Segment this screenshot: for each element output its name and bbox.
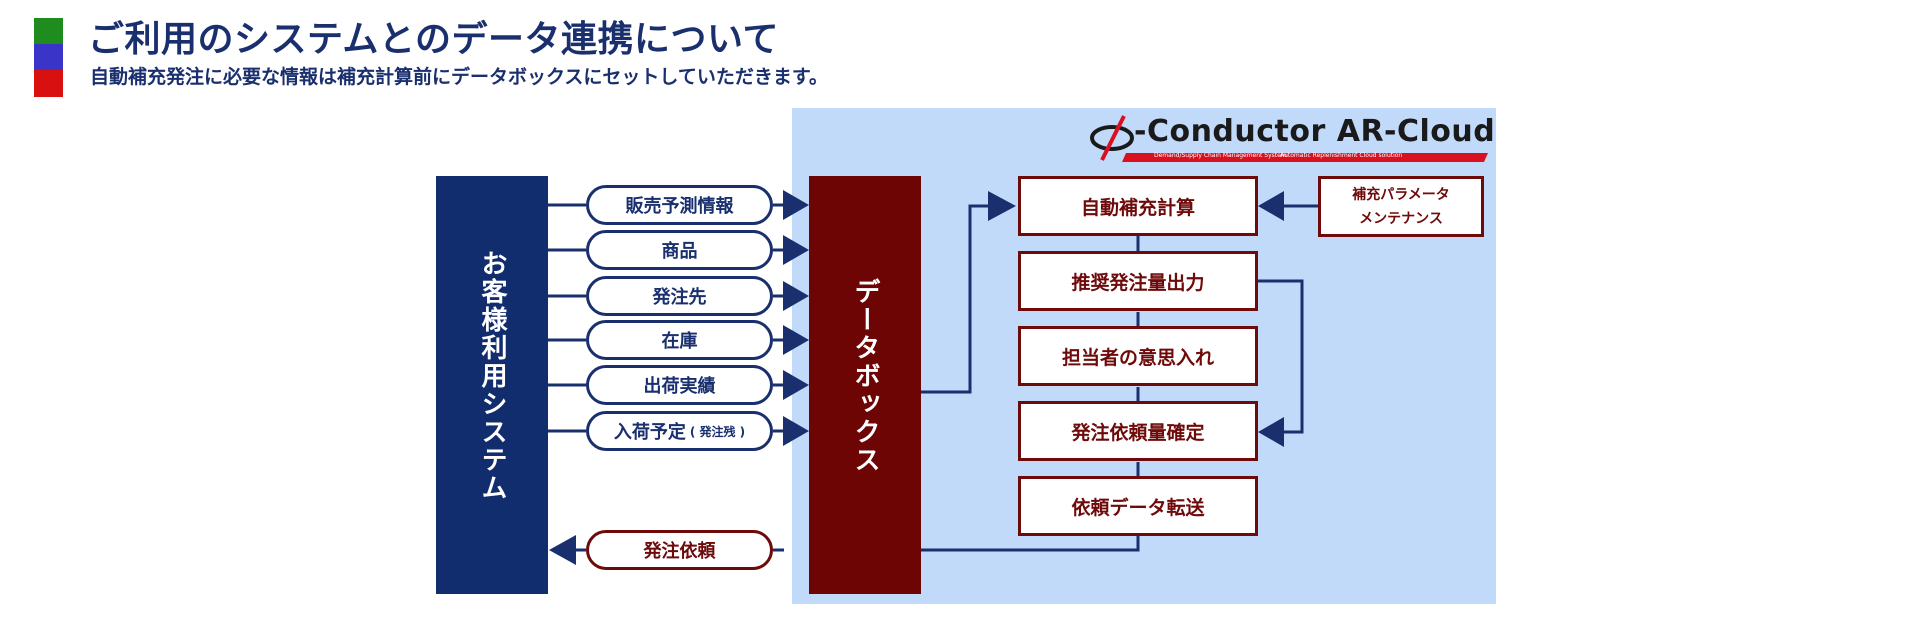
input-label: 商品 [661,241,698,262]
logo-underline [1122,153,1488,162]
output-order-request: 発注依頼 [586,530,773,570]
input-label: 発注先 [652,287,707,308]
product-logo-name: -Conductor AR-Cloud [1134,114,1496,149]
logo-graphic [1090,115,1488,162]
input-label: 在庫 [661,331,698,352]
input-label: 入荷予定 [613,422,686,443]
data-box-block [809,176,921,594]
step-auto-replenishment-calc: 自動補充計算 [1018,176,1258,236]
logo-tagline-right: Automatic Replenishment Cloud solution [1280,152,1403,159]
step-label: 推奨発注量出力 [1071,271,1205,294]
customer-system-block [436,176,548,594]
customer-system-label: お客様利用システム [477,250,507,502]
phi-logo-icon [1090,125,1134,151]
input-supplier: 発注先 [586,276,773,316]
step-transfer-request-data: 依頼データ転送 [1018,476,1258,536]
step-confirm-order-qty: 発注依頼量確定 [1018,401,1258,461]
input-product: 商品 [586,230,773,270]
input-sales-forecast: 販売予測情報 [586,185,773,225]
accent-bar-green [34,18,63,44]
param-connector [1258,191,1318,221]
databox-to-calc-connector [921,191,1016,394]
parameter-maintenance-box: 補充パラメータ メンテナンス [1318,176,1484,237]
input-note: ( 発注残 ) [689,424,746,439]
step-label: 担当者の意思入れ [1061,346,1214,369]
logo-tagline-left: Demand/Supply Chain Management System [1154,152,1287,159]
input-label: 販売予測情報 [625,196,734,217]
output-label: 発注依頼 [643,541,716,562]
param-line2: メンテナンス [1359,211,1443,227]
param-line1: 補充パラメータ [1352,187,1450,203]
step-label: 依頼データ転送 [1071,496,1205,519]
input-connectors [548,190,809,446]
step-label: 自動補充計算 [1080,196,1195,219]
step-label: 発注依頼量確定 [1071,421,1205,444]
accent-bar-blue [34,44,63,70]
input-label: 出荷実績 [643,376,716,397]
input-shipment-results: 出荷実績 [586,365,773,405]
input-expected-arrivals: 入荷予定( 発注残 ) [586,411,773,451]
step-staff-decision: 担当者の意思入れ [1018,326,1258,386]
step-recommended-order-output: 推奨発注量出力 [1018,251,1258,311]
page-subtitle: 自動補充発注に必要な情報は補充計算前にデータボックスにセットしていただきます。 [90,66,828,88]
input-inventory: 在庫 [586,320,773,360]
accent-bar-red [34,70,63,97]
page-title: ご利用のシステムとのデータ連携について [88,19,779,60]
loop-connector [1258,279,1304,447]
data-box-label: データボックス [850,278,880,474]
